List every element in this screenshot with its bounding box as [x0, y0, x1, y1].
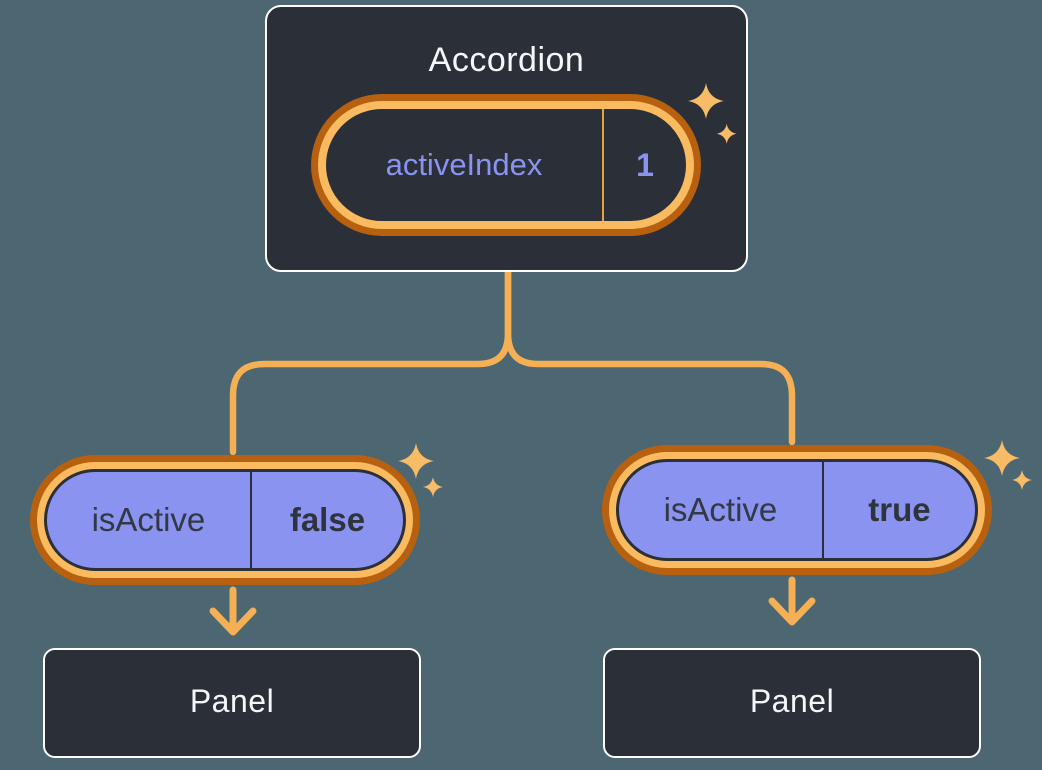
component-title: Accordion: [428, 41, 585, 79]
state-pill-activeindex: activeIndex 1: [318, 101, 694, 229]
pill-divider: [821, 462, 824, 558]
branch-right-line: [504, 268, 796, 446]
sparkles-icon: [398, 443, 443, 497]
pill-divider: [249, 472, 252, 568]
arrow-down-icon: [768, 576, 816, 626]
component-title: Panel: [189, 683, 275, 720]
state-value: 1: [636, 146, 654, 183]
state-pill-isactive-false: isActive false: [44, 469, 406, 571]
component-title: Panel: [749, 683, 835, 720]
state-name: activeIndex: [385, 147, 543, 182]
pill-divider: [602, 109, 604, 221]
state-value: true: [868, 491, 931, 528]
panel-component-card: Panel: [603, 648, 981, 758]
panel-component-card: Panel: [43, 648, 421, 758]
state-name: isActive: [663, 491, 778, 528]
state-value: false: [289, 501, 366, 538]
state-name: isActive: [91, 501, 206, 538]
arrow-down-icon: [209, 586, 257, 636]
state-pill-isactive-true: isActive true: [616, 459, 978, 561]
branch-left-line: [229, 268, 512, 456]
sparkles-icon: [688, 83, 737, 144]
sparkles-icon: [984, 440, 1032, 490]
